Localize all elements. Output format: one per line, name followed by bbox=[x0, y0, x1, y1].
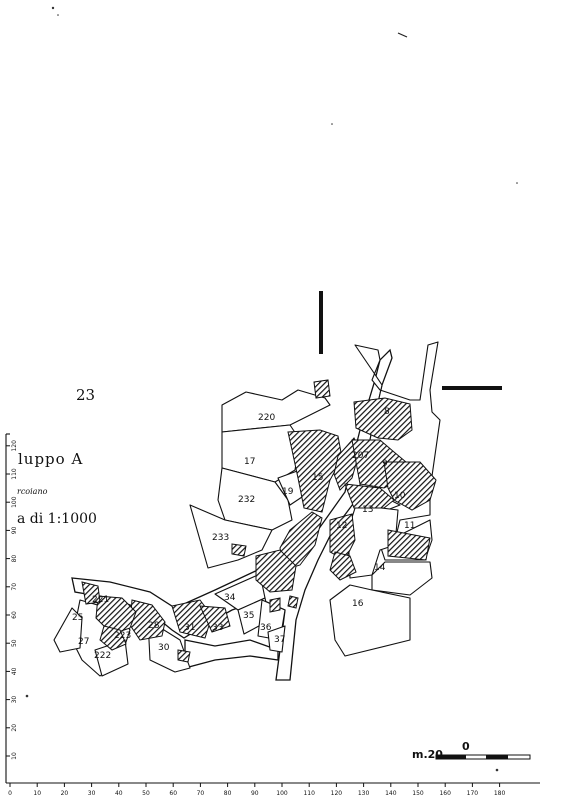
parcel-label-27: 27 bbox=[78, 637, 89, 647]
north-arrow bbox=[319, 291, 502, 390]
ruler-y-axis bbox=[5, 433, 10, 783]
ruler-x-ticks: 0 10 20 30 40 50 60 70 80 90 100 110 120 130 140 150 160… bbox=[8, 783, 506, 797]
scale-bar-label: m.20 bbox=[412, 748, 443, 761]
ruler-y-tick-label: 80 bbox=[11, 555, 18, 563]
parcel-label-33: 33 bbox=[212, 623, 223, 633]
scale-ratio: a di 1:1000 bbox=[17, 511, 97, 527]
parcel-label-17: 17 bbox=[244, 457, 255, 467]
ruler-x-tick-label: 30 bbox=[88, 790, 96, 797]
group-title: luppo A bbox=[18, 450, 84, 468]
parcel-label-10: 10 bbox=[394, 491, 406, 501]
scale-bar bbox=[435, 754, 531, 760]
parcel-label-12: 12 bbox=[336, 521, 347, 531]
parcel-label-223: 223 bbox=[114, 631, 131, 641]
ruler-y-tick-label: 40 bbox=[11, 667, 18, 675]
parcel-label-15: 15 bbox=[312, 473, 323, 483]
parcel-label-37: 37 bbox=[274, 635, 285, 645]
parcel-label-221: 221 bbox=[92, 595, 109, 605]
ruler-y-tick-label: 60 bbox=[11, 611, 18, 619]
ruler-y-tick-label: 110 bbox=[11, 468, 18, 480]
ruler-y-tick-label: 50 bbox=[11, 639, 18, 647]
parcel-label-25: 25 bbox=[72, 613, 83, 623]
parcel-label-36: 36 bbox=[260, 623, 272, 633]
parcel-label-34: 34 bbox=[224, 593, 236, 603]
ruler-x-tick-label: 10 bbox=[33, 790, 41, 797]
ruler-x-tick-label: 100 bbox=[276, 790, 288, 797]
page-number: 23 bbox=[76, 386, 96, 404]
ruler-x-tick-label: 70 bbox=[197, 790, 205, 797]
ruler-y-tick-label: 30 bbox=[11, 696, 18, 704]
parcel-label-220: 220 bbox=[258, 413, 275, 423]
parcel-label-222: 222 bbox=[94, 651, 111, 661]
parcel-label-16: 16 bbox=[352, 599, 364, 609]
ruler-y-ticks: 10 20 30 40 50 60 70 80 90 100 110 120 bbox=[6, 440, 18, 760]
ruler-x-tick-label: 130 bbox=[358, 790, 370, 797]
parcel-label-207: 207 bbox=[352, 451, 369, 461]
parcel-label-30: 30 bbox=[158, 643, 170, 653]
parcel-label-9: 9 bbox=[382, 459, 388, 469]
ruler-y-tick-label: 100 bbox=[11, 496, 18, 508]
ruler-x-tick-label: 40 bbox=[115, 790, 123, 797]
ruler-y-tick-label: 120 bbox=[11, 440, 18, 452]
parcel-label-233: 233 bbox=[212, 533, 229, 543]
parcel-label-35: 35 bbox=[243, 611, 254, 621]
parcel-labels: 220 17 232 233 19 15 207 10 13 11 12 14 … bbox=[72, 407, 415, 661]
ruler-x-tick-label: 50 bbox=[142, 790, 150, 797]
ruler-x-tick-label: 90 bbox=[251, 790, 259, 797]
subtitle: rcoiano bbox=[17, 487, 48, 496]
ruler-x-tick-label: 60 bbox=[169, 790, 177, 797]
parcel-label-13: 13 bbox=[362, 505, 373, 515]
scale-bar-zero: 0 bbox=[462, 740, 470, 753]
ruler-x-tick-label: 20 bbox=[61, 790, 69, 797]
parcel-label-8: 8 bbox=[384, 407, 390, 417]
ruler-y-tick-label: 10 bbox=[11, 752, 18, 760]
ruler-x-tick-label: 160 bbox=[439, 790, 451, 797]
ruler-y-tick-label: 20 bbox=[11, 724, 18, 732]
ruler-x-tick-label: 80 bbox=[224, 790, 232, 797]
buildings bbox=[81, 379, 437, 663]
ruler-x-tick-label: 170 bbox=[467, 790, 479, 797]
parcel-label-14: 14 bbox=[374, 563, 386, 573]
ruler-x-tick-label: 120 bbox=[331, 790, 343, 797]
parcel-label-28: 28 bbox=[148, 621, 160, 631]
parcel-label-31: 31 bbox=[184, 623, 195, 633]
parcel-label-232: 232 bbox=[238, 495, 255, 505]
ruler-x-tick-label: 150 bbox=[412, 790, 424, 797]
ruler-y-tick-label: 70 bbox=[11, 583, 18, 591]
ruler-x-tick-label: 0 bbox=[8, 790, 12, 797]
ruler-x-tick-label: 110 bbox=[303, 790, 315, 797]
ruler-y-tick-label: 90 bbox=[11, 526, 18, 534]
ruler-x-tick-label: 140 bbox=[385, 790, 397, 797]
ruler-x-tick-label: 180 bbox=[494, 790, 506, 797]
parcel-label-19: 19 bbox=[282, 487, 294, 497]
parcel-label-11: 11 bbox=[404, 521, 415, 531]
